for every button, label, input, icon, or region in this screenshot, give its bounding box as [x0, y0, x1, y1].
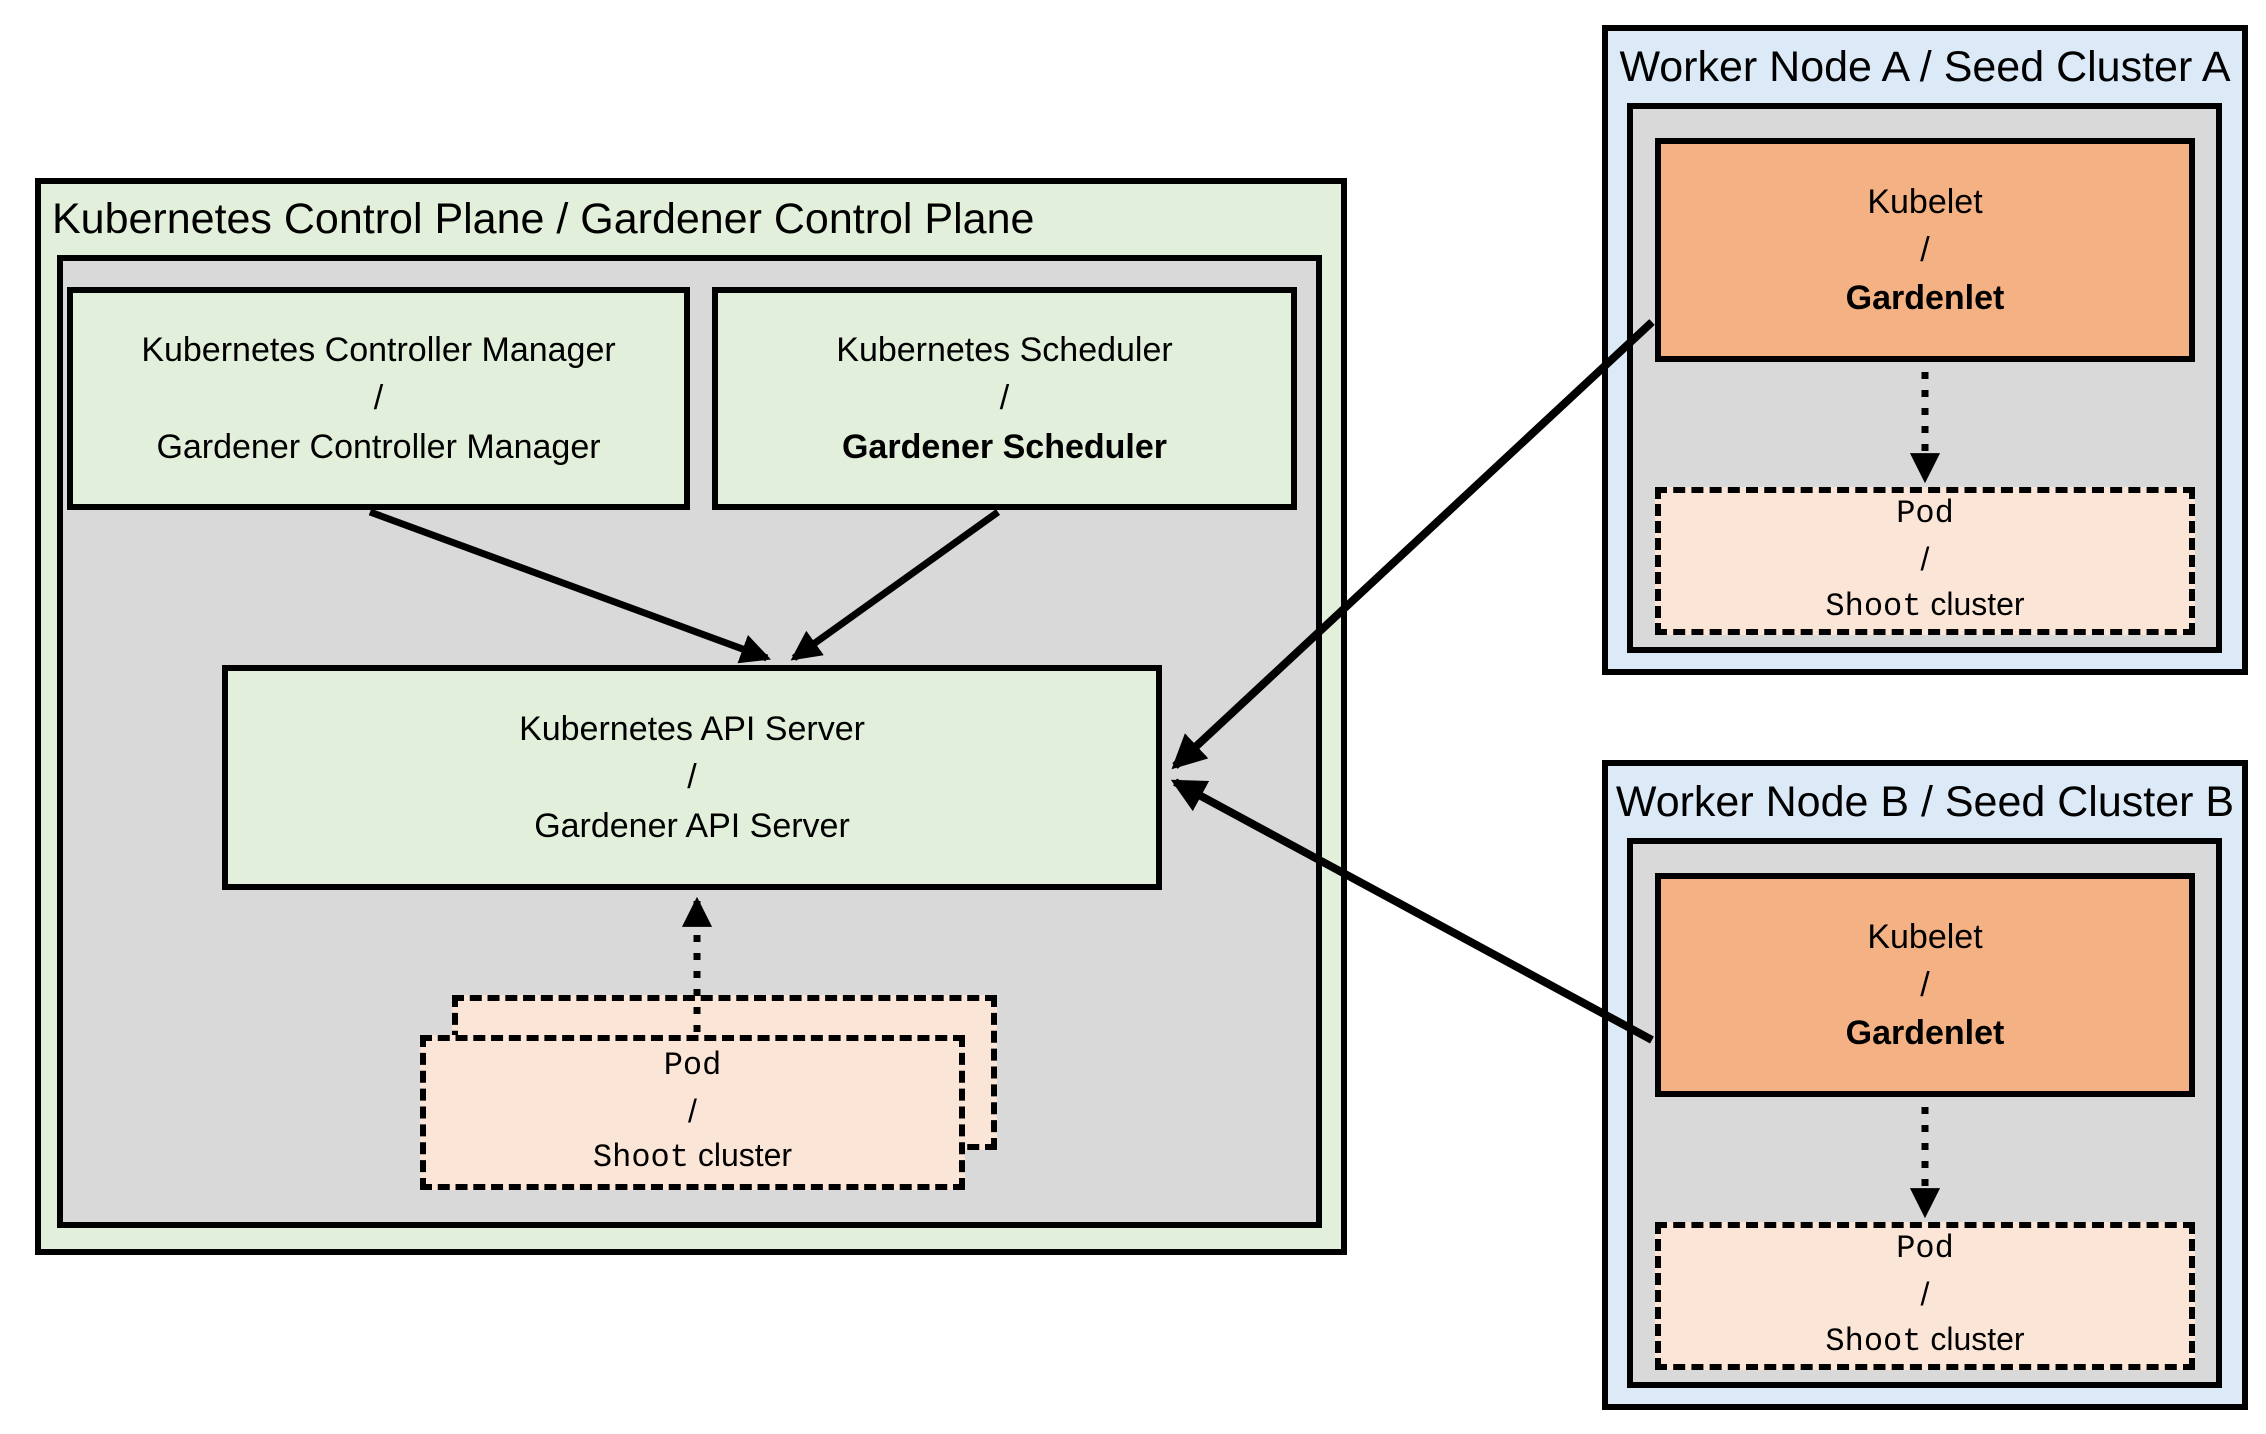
pod-b-separator: / — [1920, 1276, 1930, 1313]
pod-a-line2: Shoot cluster — [1825, 582, 2024, 630]
pod-a-line2-shoot: Shoot — [1825, 587, 1922, 625]
kubelet-b-separator: / — [1920, 965, 1930, 1004]
worker-node-b-pod-box: Pod / Shoot cluster — [1655, 1222, 2195, 1370]
control-plane-pod-box: Pod / Shoot cluster — [420, 1035, 965, 1190]
control-plane-pod-label: Pod / Shoot cluster — [426, 1041, 959, 1184]
worker-node-a-pod-label: Pod / Shoot cluster — [1661, 493, 2189, 629]
api-server-box: Kubernetes API Server / Gardener API Ser… — [222, 665, 1162, 890]
controller-manager-box: Kubernetes Controller Manager / Gardener… — [67, 287, 690, 510]
pod-a-line1: Pod — [1896, 495, 1954, 533]
controller-manager-label: Kubernetes Controller Manager / Gardener… — [73, 293, 684, 504]
kubelet-a-line2: Gardenlet — [1845, 279, 2005, 318]
pod-separator: / — [688, 1092, 697, 1129]
pod-b-line2-cluster: cluster — [1930, 1320, 2025, 1357]
kubelet-b-line1: Kubelet — [1867, 917, 1983, 956]
pod-line2-cluster: cluster — [697, 1137, 793, 1174]
controller-manager-line1: Kubernetes Controller Manager — [141, 331, 616, 370]
kubelet-a-separator: / — [1920, 230, 1930, 269]
worker-node-a-title: Worker Node A / Seed Cluster A — [1619, 43, 2231, 91]
kubelet-b-line2: Gardenlet — [1845, 1014, 2005, 1053]
api-server-line1: Kubernetes API Server — [519, 710, 865, 749]
pod-b-line2: Shoot cluster — [1825, 1317, 2024, 1365]
pod-b-line2-shoot: Shoot — [1825, 1322, 1922, 1360]
controller-manager-separator: / — [373, 379, 384, 418]
api-server-separator: / — [687, 758, 697, 797]
worker-node-b-title: Worker Node B / Seed Cluster B — [1615, 778, 2235, 826]
worker-node-b-kubelet-box: Kubelet / Gardenlet — [1655, 873, 2195, 1097]
control-plane-title: Kubernetes Control Plane / Gardener Cont… — [52, 195, 1035, 243]
worker-node-b-pod-label: Pod / Shoot cluster — [1661, 1228, 2189, 1364]
scheduler-separator: / — [999, 379, 1010, 418]
pod-line2: Shoot cluster — [593, 1133, 792, 1181]
scheduler-line2: Gardener Scheduler — [841, 427, 1167, 466]
worker-node-a-kubelet-label: Kubelet / Gardenlet — [1661, 144, 2189, 356]
kubelet-a-line1: Kubelet — [1867, 182, 1983, 221]
worker-node-b-kubelet-label: Kubelet / Gardenlet — [1661, 879, 2189, 1091]
pod-b-line1: Pod — [1896, 1230, 1954, 1268]
api-server-label: Kubernetes API Server / Gardener API Ser… — [228, 671, 1156, 884]
scheduler-box: Kubernetes Scheduler / Gardener Schedule… — [712, 287, 1297, 510]
scheduler-label: Kubernetes Scheduler / Gardener Schedule… — [718, 293, 1291, 504]
pod-line2-shoot: Shoot — [592, 1139, 689, 1177]
controller-manager-line2: Gardener Controller Manager — [156, 427, 601, 466]
worker-node-a-pod-box: Pod / Shoot cluster — [1655, 487, 2195, 635]
pod-line1: Pod — [663, 1046, 722, 1084]
api-server-line2: Gardener API Server — [534, 806, 850, 845]
scheduler-line1: Kubernetes Scheduler — [836, 331, 1173, 370]
pod-a-line2-cluster: cluster — [1930, 585, 2025, 622]
worker-node-a-kubelet-box: Kubelet / Gardenlet — [1655, 138, 2195, 362]
pod-a-separator: / — [1920, 541, 1930, 578]
